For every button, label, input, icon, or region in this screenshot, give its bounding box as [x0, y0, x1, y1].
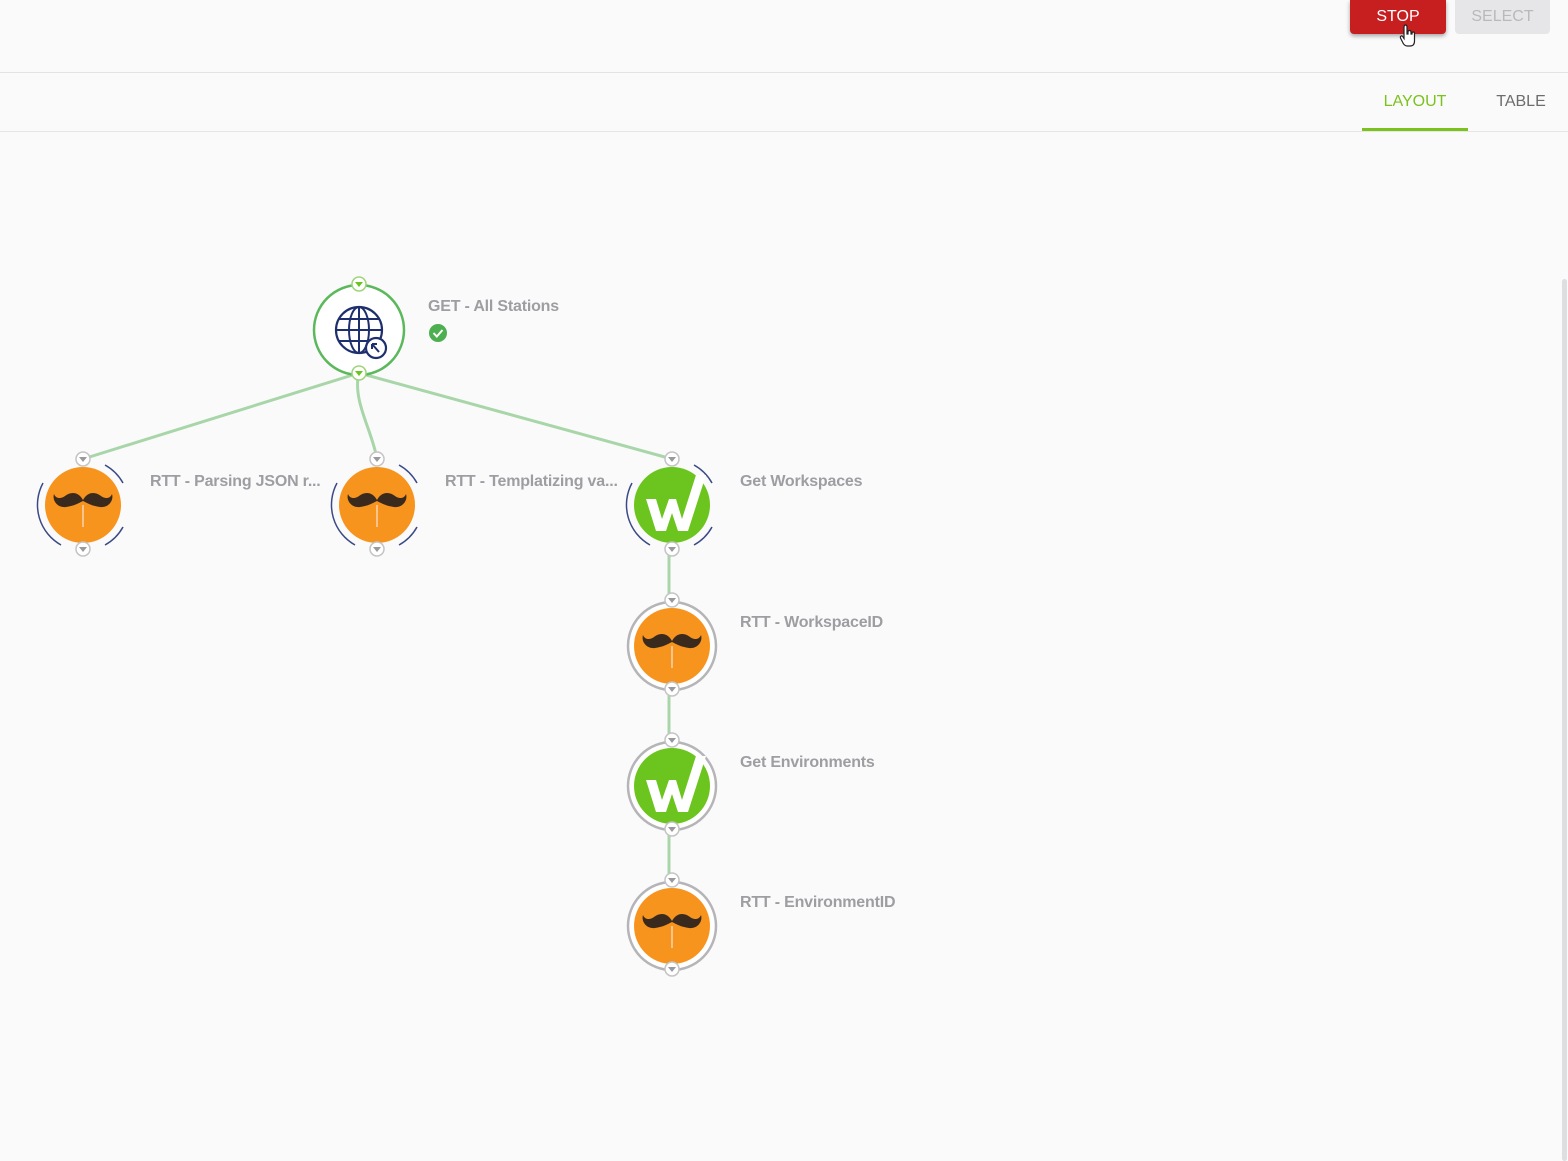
- node-label-rtt-templatizing: RTT - Templatizing va...: [445, 473, 618, 490]
- hand-cursor-icon: [1399, 24, 1416, 47]
- node-label-rtt-workspaceid: RTT - WorkspaceID: [740, 614, 883, 631]
- node-rtt-parsing[interactable]: [36, 451, 124, 557]
- node-rtt-workspaceid[interactable]: [626, 592, 718, 697]
- tab-layout-label: LAYOUT: [1383, 93, 1447, 110]
- node-label-get-workspaces: Get Workspaces: [740, 473, 863, 490]
- node-get-environments[interactable]: [626, 732, 718, 837]
- node-label-rtt-parsing: RTT - Parsing JSON r...: [150, 473, 321, 490]
- flow-canvas[interactable]: [0, 133, 1568, 1161]
- node-label-get-environments: Get Environments: [740, 754, 875, 771]
- edge-stations-parsing: [82, 371, 360, 461]
- stop-button[interactable]: STOP: [1350, 0, 1446, 34]
- top-toolbar: STOP SELECT: [0, 0, 1568, 73]
- flow-graph: [36, 276, 718, 977]
- view-tabs: LAYOUT TABLE: [0, 74, 1568, 132]
- node-rtt-templatizing[interactable]: [330, 451, 418, 557]
- select-button[interactable]: SELECT: [1455, 0, 1550, 34]
- edge-stations-workspaces: [358, 371, 673, 461]
- tab-table[interactable]: TABLE: [1478, 74, 1564, 131]
- tab-layout[interactable]: LAYOUT: [1362, 74, 1468, 131]
- globe-cursor-icon: [334, 305, 388, 360]
- active-tab-indicator: [1362, 128, 1468, 131]
- node-rtt-environmentid[interactable]: [626, 872, 718, 977]
- node-label-get-all-stations: GET - All Stations: [428, 298, 559, 315]
- edges: [82, 371, 673, 880]
- tab-table-label: TABLE: [1496, 93, 1546, 110]
- node-label-rtt-environmentid: RTT - EnvironmentID: [740, 894, 896, 911]
- node-get-workspaces[interactable]: [625, 451, 713, 557]
- node-get-all-stations[interactable]: [312, 276, 406, 381]
- edge-stations-templatizing: [356, 372, 379, 460]
- success-check-icon: [429, 324, 447, 342]
- vertical-scrollbar[interactable]: [1562, 279, 1567, 1161]
